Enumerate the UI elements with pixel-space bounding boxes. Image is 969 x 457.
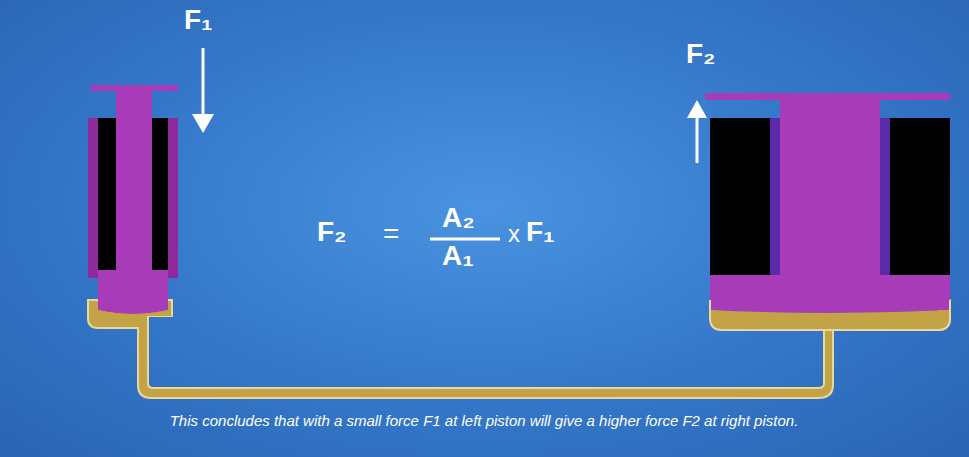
formula-term: = <box>383 218 399 250</box>
formula-term: A₂ <box>442 202 475 234</box>
force-arrow <box>192 48 707 163</box>
caption: This concludes that with a small force F… <box>164 410 804 431</box>
force-label: F₂ <box>686 38 716 70</box>
formula-term: A₁ <box>442 240 474 272</box>
large-cylinder <box>705 93 950 330</box>
formula-term: F₁ <box>526 216 555 248</box>
formula-term: x <box>508 220 520 248</box>
small-cylinder <box>88 85 178 316</box>
hydraulic-fluid <box>88 300 950 398</box>
formula-term: F₂ <box>317 216 347 248</box>
force-label: F₁ <box>184 4 213 36</box>
